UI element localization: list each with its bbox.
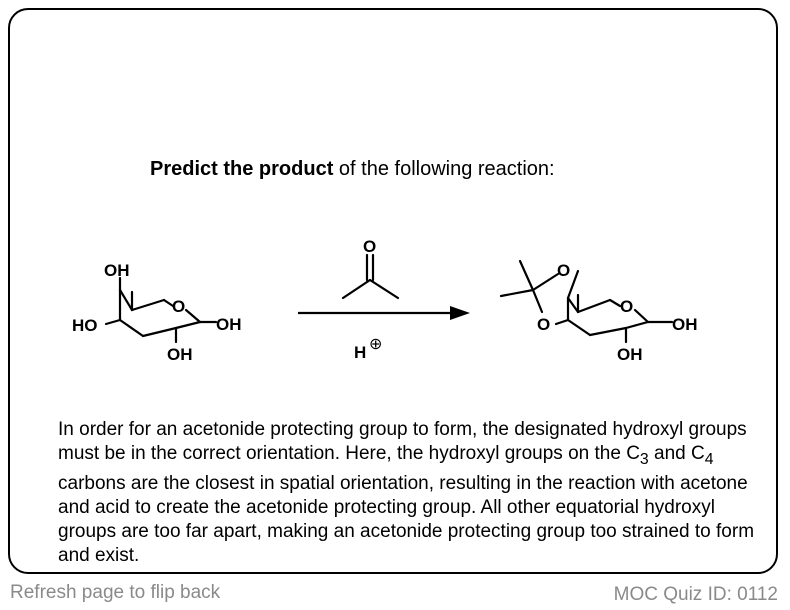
product-molecule	[499, 259, 674, 344]
quiz-id: MOC Quiz ID: 0112	[613, 584, 778, 605]
explanation-part1: In order for an acetonide protecting gro…	[58, 419, 747, 464]
product-oxygen-left: O	[537, 315, 550, 334]
subscript-c4: 4	[704, 450, 714, 468]
explanation-paragraph: In order for an acetonide protecting gro…	[58, 418, 758, 568]
question-bold: Predict the product	[150, 158, 334, 180]
reactant-ho-left: HO	[72, 316, 98, 335]
explanation-part3: carbons are the closest in spatial orien…	[58, 472, 755, 566]
reactant-ring-oxygen: O	[172, 297, 185, 316]
product-oxygen-top: O	[557, 261, 570, 280]
reaction-arrow	[298, 306, 470, 320]
question-rest: of the following reaction:	[333, 158, 555, 180]
subscript-c3: 3	[639, 450, 649, 468]
reactant-oh-right: OH	[216, 315, 242, 334]
product-oh-bottom: OH	[617, 345, 643, 364]
acetone-structure	[341, 253, 400, 300]
acetone-oxygen: O	[363, 237, 376, 256]
reactant-molecule	[104, 276, 218, 344]
explanation-text: In order for an acetonide protecting gro…	[58, 418, 758, 568]
refresh-hint: Refresh page to flip back	[10, 582, 221, 603]
reactant-oh-bottom: OH	[167, 345, 193, 364]
reactant-oh-top: OH	[104, 261, 130, 280]
product-ring-oxygen: O	[620, 297, 633, 316]
explanation-part2: and C	[648, 443, 705, 464]
question-prompt: Predict the product of the following rea…	[150, 158, 555, 181]
product-oh-right: OH	[672, 315, 698, 334]
flashcard[interactable]	[8, 8, 778, 574]
acid-h: H	[354, 343, 366, 362]
acid-charge: ⊕	[369, 336, 382, 353]
